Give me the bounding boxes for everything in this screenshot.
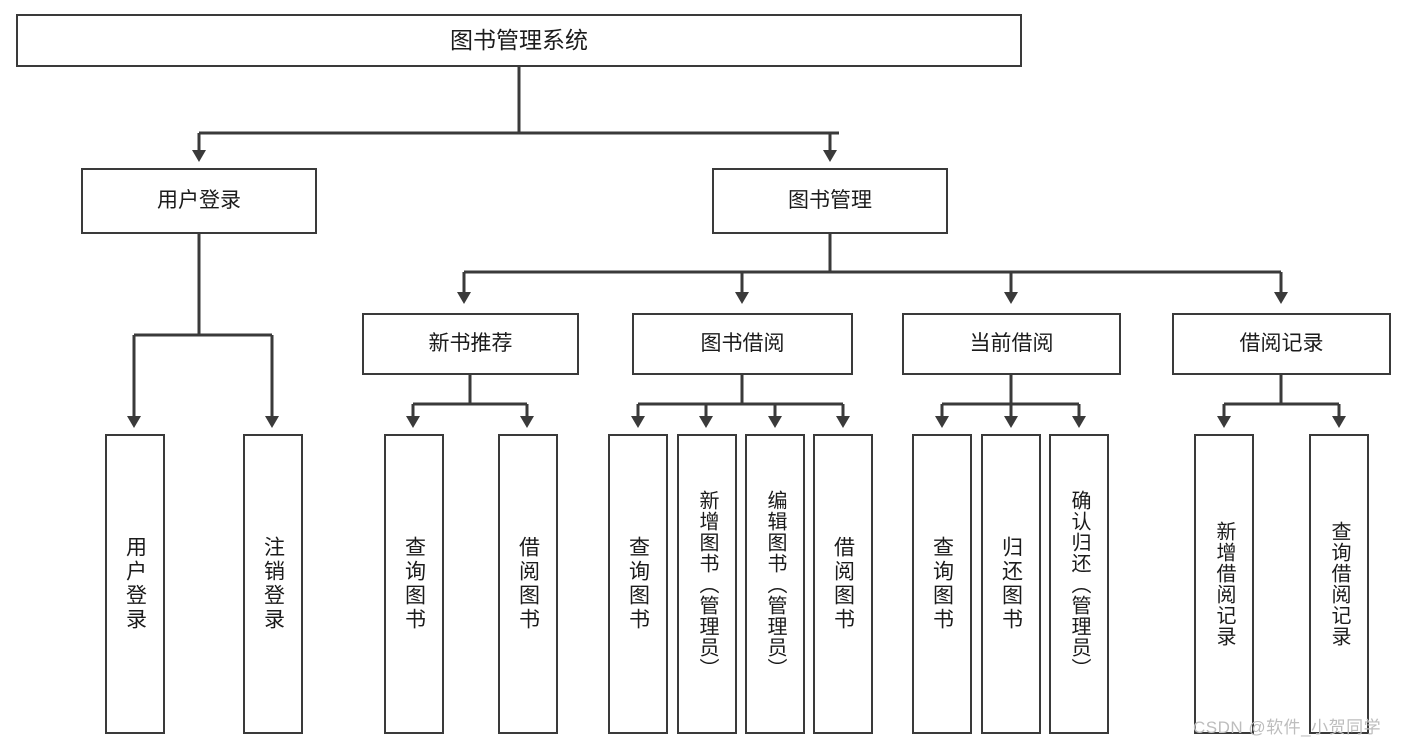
node-label: 当前借阅 <box>969 331 1054 355</box>
leaf-label: 用户登录 <box>123 536 147 632</box>
watermark-text: CSDN @软件_小贺同学 <box>1193 718 1382 737</box>
leaf-label: 新增借阅记录 <box>1213 521 1235 647</box>
node-label: 借阅记录 <box>1239 331 1324 355</box>
node-new-book-recommend[interactable]: 新书推荐 <box>362 313 579 375</box>
leaf-query-book-current[interactable]: 查询图书 <box>912 434 972 734</box>
node-label: 新书推荐 <box>428 331 513 355</box>
leaf-edit-book-admin[interactable]: 编辑图书（管理员） <box>745 434 805 734</box>
leaf-logout[interactable]: 注销登录 <box>243 434 303 734</box>
leaf-user-login[interactable]: 用户登录 <box>105 434 165 734</box>
leaf-label: 归还图书 <box>999 536 1023 632</box>
node-book-borrow[interactable]: 图书借阅 <box>632 313 853 375</box>
node-label: 图书管理系统 <box>450 27 588 54</box>
leaf-label: 查询图书 <box>626 536 650 632</box>
node-borrow-record[interactable]: 借阅记录 <box>1172 313 1391 375</box>
leaf-label: 借阅图书 <box>831 536 855 632</box>
node-current-borrow[interactable]: 当前借阅 <box>902 313 1121 375</box>
leaf-label: 查询借阅记录 <box>1328 521 1350 647</box>
leaf-label: 查询图书 <box>930 536 954 632</box>
node-user-login[interactable]: 用户登录 <box>81 168 317 234</box>
node-label: 用户登录 <box>157 188 241 212</box>
leaf-label: 新增图书（管理员） <box>696 489 718 679</box>
leaf-add-borrow-record[interactable]: 新增借阅记录 <box>1194 434 1254 734</box>
node-label: 图书借阅 <box>700 331 785 355</box>
leaf-query-book[interactable]: 查询图书 <box>608 434 668 734</box>
leaf-borrow-book[interactable]: 借阅图书 <box>813 434 873 734</box>
leaf-label: 注销登录 <box>261 536 285 632</box>
node-book-management[interactable]: 图书管理 <box>712 168 948 234</box>
leaf-add-book-admin[interactable]: 新增图书（管理员） <box>677 434 737 734</box>
leaf-label: 借阅图书 <box>516 536 540 632</box>
node-root-system[interactable]: 图书管理系统 <box>16 14 1022 67</box>
leaf-query-book-recommend[interactable]: 查询图书 <box>384 434 444 734</box>
leaf-return-book[interactable]: 归还图书 <box>981 434 1041 734</box>
node-label: 图书管理 <box>788 188 872 212</box>
leaf-label: 编辑图书（管理员） <box>764 489 786 679</box>
leaf-borrow-book-recommend[interactable]: 借阅图书 <box>498 434 558 734</box>
leaf-confirm-return-admin[interactable]: 确认归还（管理员） <box>1049 434 1109 734</box>
leaf-label: 查询图书 <box>402 536 426 632</box>
leaf-label: 确认归还（管理员） <box>1068 489 1090 679</box>
leaf-query-borrow-record[interactable]: 查询借阅记录 <box>1309 434 1369 734</box>
